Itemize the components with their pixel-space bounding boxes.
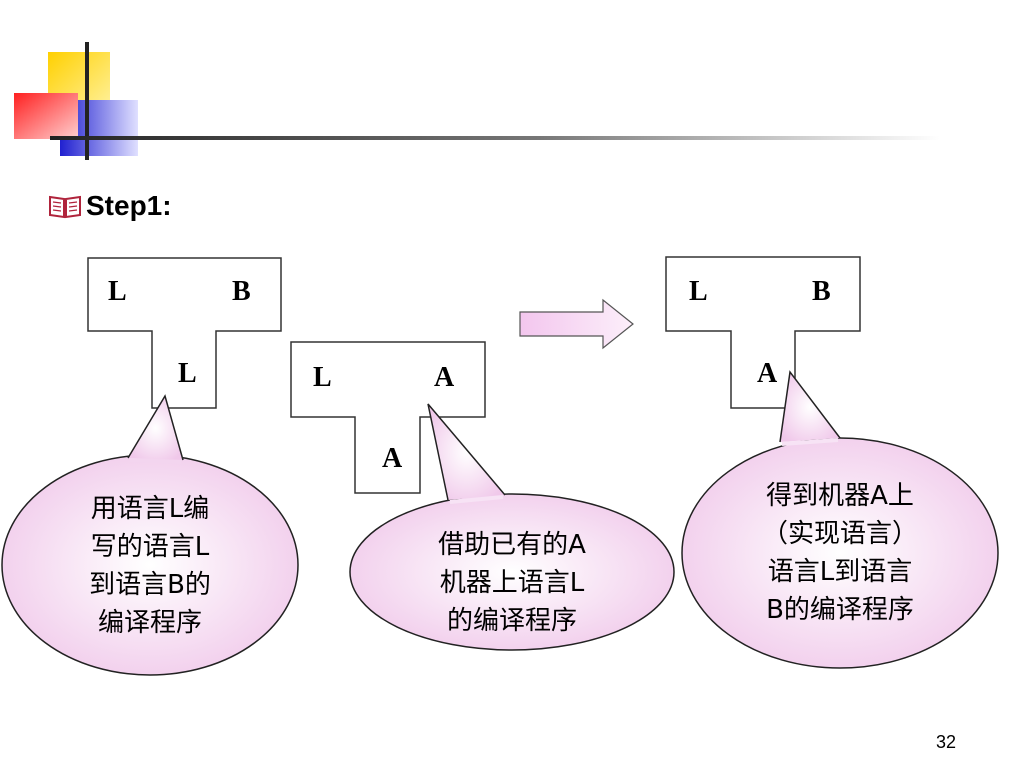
- speech-bubble-right: [681, 370, 999, 669]
- speech-bubble-left: [1, 394, 299, 676]
- t-right-stem-label: A: [757, 358, 778, 389]
- horizontal-rule: [50, 136, 940, 140]
- bubble-left-line: 写的语言L: [90, 532, 210, 562]
- t-right-top-left-label: L: [689, 276, 708, 307]
- bubble-middle-line: 的编译程序: [446, 606, 577, 636]
- bubble-left-line: 用语言L编: [90, 494, 210, 524]
- bubble-right-line: B的编译程序: [766, 595, 914, 625]
- bubble-right-text: 得到机器A上 （实现语言） 语言L到语言 B的编译程序: [710, 477, 970, 629]
- bubble-middle-line: 借助已有的A: [438, 530, 586, 560]
- t-diagram-left: [87, 257, 282, 409]
- t-left-stem-label: L: [178, 358, 197, 389]
- bubble-left-line: 到语言B的: [89, 570, 211, 600]
- bubble-right-line: 语言L到语言: [767, 557, 913, 587]
- bubble-right-line: （实现语言）: [761, 519, 918, 549]
- vertical-rule: [85, 42, 89, 160]
- page-number: 32: [936, 732, 957, 752]
- step-title: Step1:: [48, 190, 172, 222]
- bubble-right-line: 得到机器A上: [766, 481, 914, 511]
- bubble-left-line: 编译程序: [97, 608, 202, 638]
- header-decoration: [14, 42, 940, 160]
- bubble-middle-line: 机器上语言L: [439, 568, 585, 598]
- t-left-top-left-label: L: [108, 276, 127, 307]
- book-icon: [49, 195, 81, 219]
- step-title-text: Step1:: [86, 190, 172, 221]
- t-right-top-right-label: B: [812, 276, 831, 307]
- speech-bubble-middle: [349, 403, 675, 651]
- red-square: [14, 93, 78, 139]
- right-arrow-icon: [519, 298, 634, 350]
- t-mid-stem-label: A: [382, 443, 403, 474]
- t-mid-top-left-label: L: [313, 362, 332, 393]
- t-diagram-middle: [290, 341, 486, 494]
- t-left-top-right-label: B: [232, 276, 251, 307]
- bubble-left-text: 用语言L编 写的语言L 到语言B的 编译程序: [40, 490, 260, 642]
- t-mid-top-right-label: A: [434, 362, 455, 393]
- bubble-middle-text: 借助已有的A 机器上语言L 的编译程序: [392, 526, 632, 640]
